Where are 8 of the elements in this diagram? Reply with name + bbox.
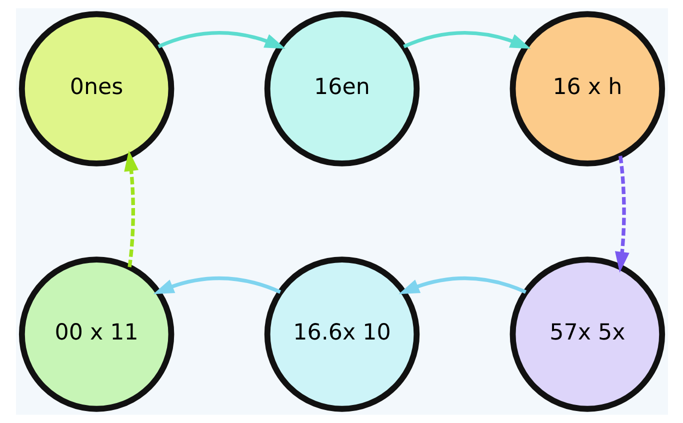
arrow: [157, 30, 285, 49]
arrow: [124, 150, 138, 268]
arrow: [614, 156, 629, 273]
arrow: [398, 276, 526, 294]
arrow: [152, 276, 281, 294]
arrow: [402, 30, 530, 49]
node-circle: 57x 5x: [509, 256, 665, 412]
node-circle: 0nes: [18, 11, 174, 166]
